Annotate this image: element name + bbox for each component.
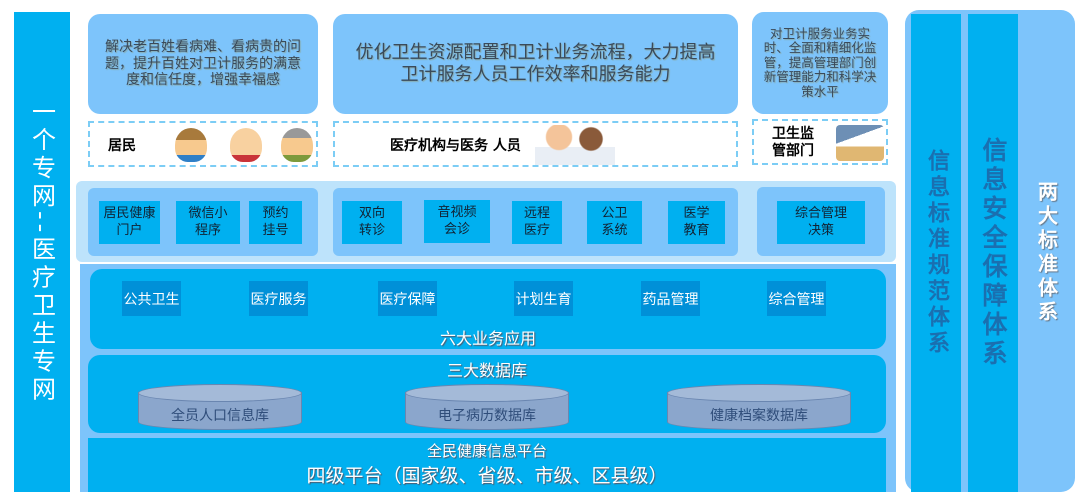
- goal-text: 对卫计服务业务实时、全面和精细化监管，提高管理部门创新管理能力和科学决策水平: [763, 26, 877, 99]
- user-label: 卫生监管部门: [772, 126, 814, 159]
- elder-avatar-icon: [281, 128, 313, 162]
- biz-integrated-management[interactable]: 综合管理: [767, 281, 826, 316]
- user-label: 医疗机构与医务 人员: [390, 138, 521, 154]
- doctors-icon: [535, 125, 615, 165]
- private-network-bar: 一个专网--医疗卫生专网: [14, 12, 70, 492]
- channel-label: 居民健康门户: [103, 205, 156, 238]
- business-apps-title: 六大业务应用: [439, 329, 536, 348]
- channel-label: 综合管理决策: [794, 205, 847, 238]
- channel-wechat-miniprogram[interactable]: 微信小程序: [176, 201, 240, 244]
- user-medical: 医疗机构与医务 人员: [333, 121, 738, 167]
- db-health-records[interactable]: 健康档案数据库: [667, 384, 851, 430]
- biz-drug-management[interactable]: 药品管理: [641, 281, 700, 316]
- channel-resident-portal[interactable]: 居民健康门户: [99, 201, 160, 244]
- channel-video-consult[interactable]: 音视频会诊: [424, 200, 490, 243]
- channel-label: 公卫系统: [601, 205, 628, 238]
- channel-telemedicine[interactable]: 远程医疗: [512, 201, 562, 244]
- goal-text: 解决老百姓看病难、看病贵的问题，提升百姓对卫计服务的满意度和信任度，增强幸福感: [105, 38, 301, 89]
- channel-medical-education[interactable]: 医学教育: [668, 201, 725, 244]
- platform-subtitle: 四级平台（国家级、省级、市级、区县级）: [306, 465, 668, 487]
- user-regulator: 卫生监管部门: [752, 119, 888, 165]
- biz-label: 公共卫生: [123, 291, 180, 308]
- biz-label: 医疗保障: [379, 291, 436, 308]
- user-label: 居民: [108, 138, 136, 154]
- info-standard-column: 信息标准规范体系: [911, 14, 961, 492]
- info-standard-label: 信息标准规范体系: [924, 149, 949, 357]
- biz-label: 药品管理: [642, 291, 699, 308]
- regulator-computer-icon: [836, 125, 884, 161]
- goal-residents: 解决老百姓看病难、看病贵的问题，提升百姓对卫计服务的满意度和信任度，增强幸福感: [88, 14, 318, 114]
- goal-medical: 优化卫生资源配置和卫计业务流程，大力提高卫计服务人员工作效率和服务能力: [333, 14, 738, 114]
- biz-label: 医疗服务: [250, 291, 307, 308]
- biz-family-planning[interactable]: 计划生育: [514, 281, 573, 316]
- biz-label: 计划生育: [515, 291, 572, 308]
- baby-avatar-icon: [230, 128, 262, 162]
- channel-appointment[interactable]: 预约挂号: [249, 201, 302, 244]
- info-security-label: 信息安全保障体系: [979, 137, 1008, 369]
- user-residents: 居民: [88, 121, 318, 167]
- channel-label: 双向转诊: [358, 205, 385, 238]
- db-population[interactable]: 全员人口信息库: [138, 384, 302, 430]
- channel-public-health[interactable]: 公卫系统: [587, 201, 642, 244]
- two-standards-column: 两大标准体系: [1022, 14, 1072, 492]
- database-icon-label: 全员人口信息库: [171, 408, 269, 424]
- business-apps-panel: 六大业务应用: [90, 269, 886, 349]
- biz-medical-service[interactable]: 医疗服务: [249, 281, 308, 316]
- channel-label: 微信小程序: [188, 205, 228, 238]
- db-emr[interactable]: 电子病历数据库: [405, 384, 569, 430]
- biz-public-health[interactable]: 公共卫生: [122, 281, 181, 316]
- channel-label: 远程医疗: [523, 205, 550, 238]
- database-icon-label: 健康档案数据库: [710, 408, 808, 424]
- channel-management-decision[interactable]: 综合管理决策: [777, 201, 865, 244]
- two-standards-label: 两大标准体系: [1034, 181, 1059, 325]
- channel-label: 预约挂号: [262, 205, 289, 238]
- private-network-label: 一个专网--医疗卫生专网: [27, 99, 56, 405]
- goal-text: 优化卫生资源配置和卫计业务流程，大力提高卫计服务人员工作效率和服务能力: [355, 42, 716, 85]
- channel-referral[interactable]: 双向转诊: [342, 201, 402, 244]
- database-icon-label: 电子病历数据库: [438, 408, 536, 424]
- databases-title: 三大数据库: [446, 361, 527, 380]
- info-security-column: 信息安全保障体系: [968, 14, 1018, 492]
- biz-label: 综合管理: [768, 291, 825, 308]
- platform-title: 全民健康信息平台: [426, 442, 547, 460]
- biz-medical-insurance[interactable]: 医疗保障: [378, 281, 437, 316]
- channel-label: 音视频会诊: [437, 204, 477, 237]
- channel-label: 医学教育: [683, 205, 710, 238]
- man-avatar-icon: [175, 128, 207, 162]
- goal-regulator: 对卫计服务业务实时、全面和精细化监管，提高管理部门创新管理能力和科学决策水平: [752, 12, 888, 114]
- health-platform: 全民健康信息平台 四级平台（国家级、省级、市级、区县级）: [88, 438, 886, 492]
